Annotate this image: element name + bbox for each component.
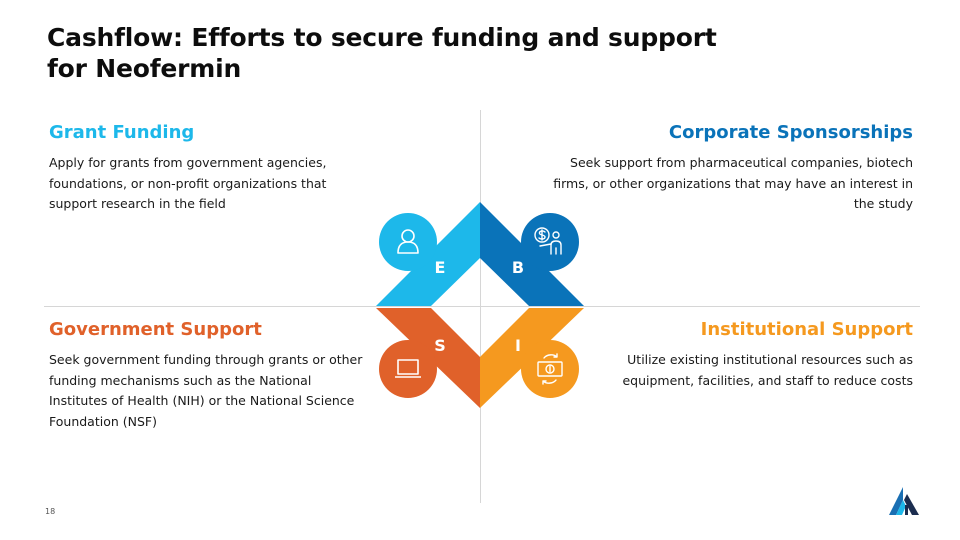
grant-funding-text: Apply for grants from government agencie… xyxy=(49,155,327,211)
sponsor-money-icon xyxy=(534,227,562,255)
laptop-icon xyxy=(395,359,421,378)
segment-e xyxy=(376,202,480,306)
quadrant-institutional-support: Institutional Support Utilize existing i… xyxy=(593,318,913,391)
grant-funding-heading: Grant Funding xyxy=(49,122,195,143)
segment-s xyxy=(376,308,480,408)
quadrant-diagram: E B S I xyxy=(370,200,590,410)
corporate-sponsorships-heading: Corporate Sponsorships xyxy=(668,122,913,143)
vertical-divider xyxy=(480,110,481,503)
corporate-sponsorships-text: Seek support from pharmaceutical compani… xyxy=(553,155,913,211)
letter-s: S xyxy=(434,336,446,355)
letter-b: B xyxy=(512,258,524,277)
horizontal-divider xyxy=(44,306,920,307)
government-support-heading: Government Support xyxy=(49,319,262,340)
page-title: Cashflow: Efforts to secure funding and … xyxy=(47,23,717,83)
quadrant-government-support: Government Support Seek government fundi… xyxy=(49,318,369,432)
company-logo-icon xyxy=(889,487,919,515)
government-support-text: Seek government funding through grants o… xyxy=(49,352,363,429)
quadrant-grant-funding: Grant Funding Apply for grants from gove… xyxy=(49,121,349,215)
letter-e: E xyxy=(435,258,446,277)
letter-i: I xyxy=(515,336,521,355)
quadrant-corporate-sponsorships: Corporate Sponsorships Seek support from… xyxy=(553,121,913,215)
user-icon xyxy=(397,229,419,254)
segment-i xyxy=(480,308,584,408)
page-number: 18 xyxy=(45,507,56,516)
diamond-diagram-graphic: E B S I xyxy=(376,202,584,408)
segment-b xyxy=(480,202,584,306)
institutional-support-text: Utilize existing institutional resources… xyxy=(622,352,913,388)
institutional-support-heading: Institutional Support xyxy=(700,319,913,340)
money-exchange-icon xyxy=(537,353,563,385)
